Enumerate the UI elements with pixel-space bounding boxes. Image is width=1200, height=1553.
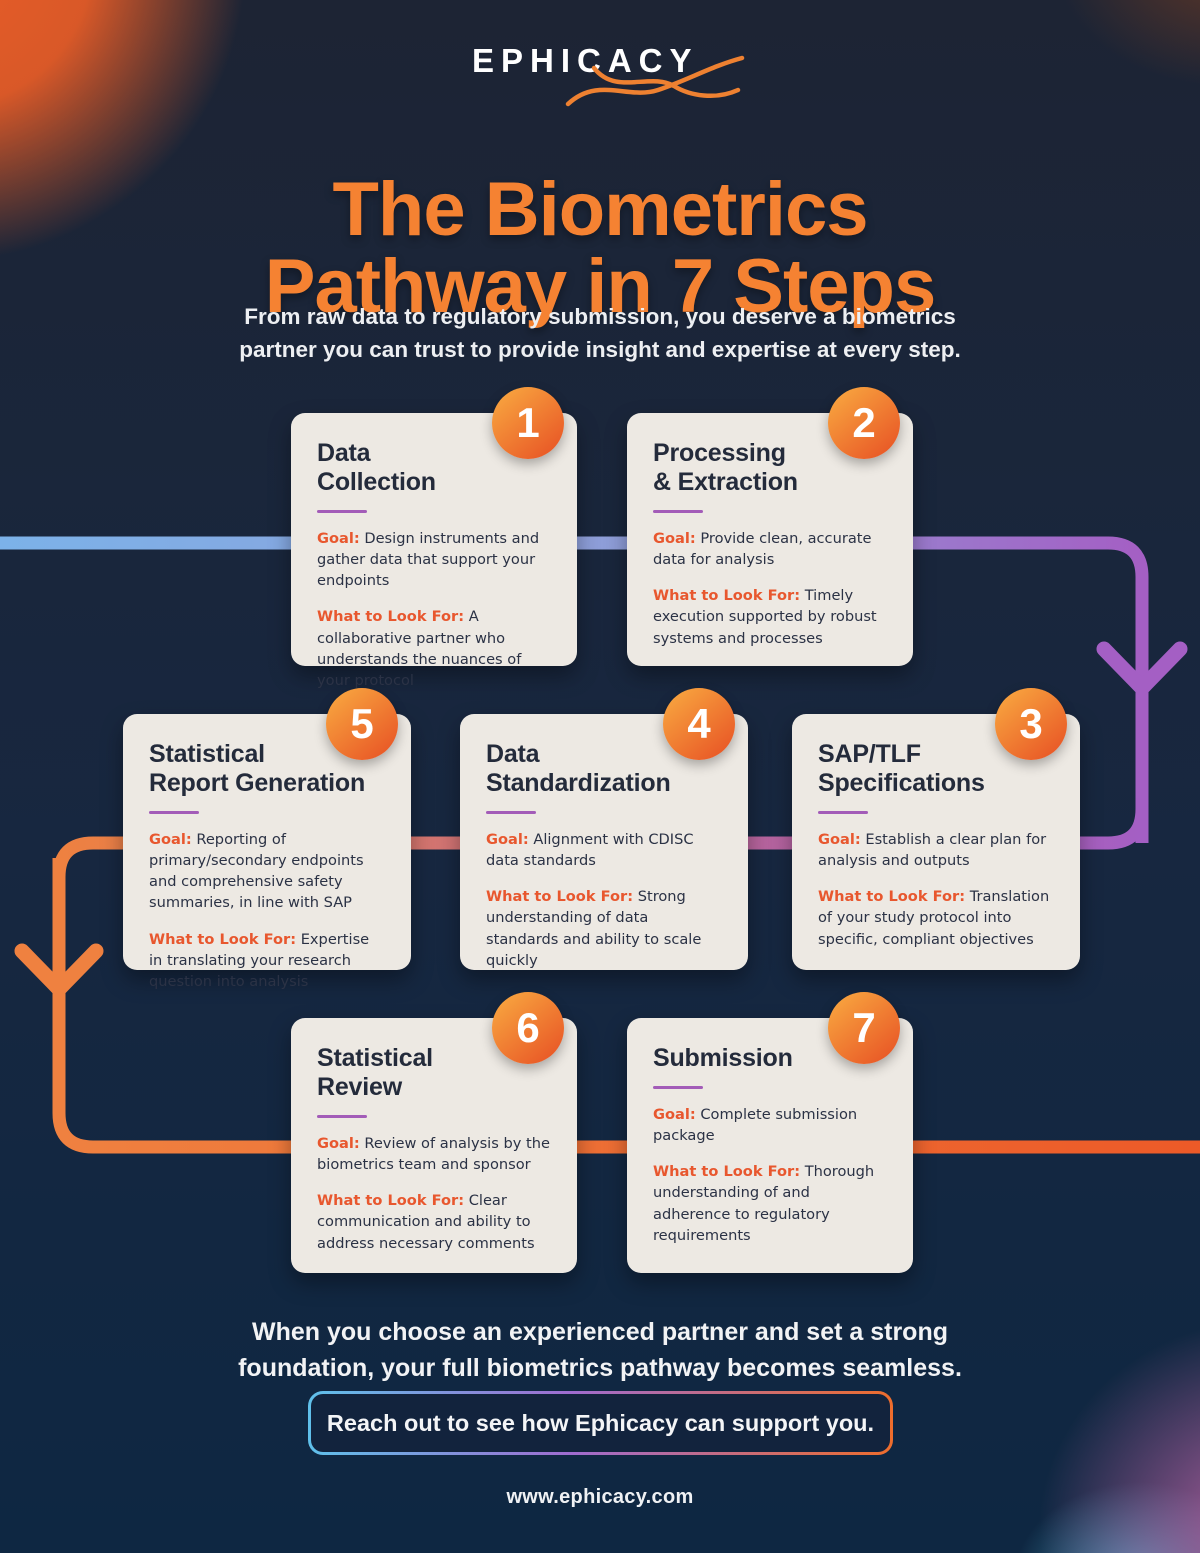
arrow-down-left-icon [14,943,104,997]
step-1-divider [317,510,367,513]
path-segment-bottom [52,858,1200,1154]
step-2-divider [653,510,703,513]
cta-button-label: Reach out to see how Ephicacy can suppor… [311,1394,890,1452]
step-5-divider [149,811,199,814]
step-3-goal: Goal: Establish a clear plan for analysi… [818,831,1047,870]
step-6-look: What to Look For: Clear communication an… [317,1192,535,1252]
step-1-look: What to Look For: A collaborative partne… [317,608,522,689]
step-5-look: What to Look For: Expertise in translati… [149,930,370,990]
path-segment-top [0,536,1149,843]
brand-logo: EPHICACY [472,42,745,118]
arrow-down-right-icon [1096,641,1188,696]
step-2-number-badge: 2 [828,387,900,459]
step-5-goal: Goal: Reporting of primary/secondary end… [149,831,364,912]
step-4-look: What to Look For: Strong understanding o… [486,888,702,969]
step-3-number-badge: 3 [995,688,1067,760]
cta-button[interactable]: Reach out to see how Ephicacy can suppor… [308,1391,893,1455]
step-4-goal: Goal: Alignment with CDISC data standard… [486,831,694,870]
step-5-number-badge: 5 [326,688,398,760]
step-1-goal: Goal: Design instruments and gather data… [317,530,540,590]
step-4-divider [486,811,536,814]
step-7-title: Submission [653,1044,793,1072]
step-2-goal: Goal: Provide clean, accurate data for a… [653,530,872,569]
step-card-7: 7 Submission Goal: Complete submission p… [627,992,913,1273]
website-link[interactable]: www.ephicacy.com [506,1486,694,1508]
step-6-goal: Goal: Review of analysis by the biometri… [317,1135,550,1174]
step-4-number-badge: 4 [663,688,735,760]
step-7-divider [653,1086,703,1089]
step-7-goal: Goal: Complete submission package [653,1106,858,1145]
step-7-look: What to Look For: Thorough understanding… [653,1163,875,1244]
logo-swoosh-icon [565,55,745,107]
step-1-number-badge: 1 [492,387,564,459]
page-title: The Biometrics Pathway in 7 Steps [264,166,936,330]
step-2-title: Processing& Extraction [653,439,798,496]
step-6-divider [317,1115,367,1118]
page-subtitle: From raw data to regulatory submission, … [239,304,961,362]
closing-text: When you choose an experienced partner a… [238,1318,962,1382]
step-3-look: What to Look For: Translation of your st… [818,888,1050,948]
brand-logo-text: EPHICACY [472,42,699,79]
step-3-divider [818,811,868,814]
step-6-number-badge: 6 [492,992,564,1064]
step-card-2: 2 Processing& Extraction Goal: Provide c… [627,387,913,666]
step-7-number-badge: 7 [828,992,900,1064]
step-2-look: What to Look For: Timely execution suppo… [653,587,877,647]
